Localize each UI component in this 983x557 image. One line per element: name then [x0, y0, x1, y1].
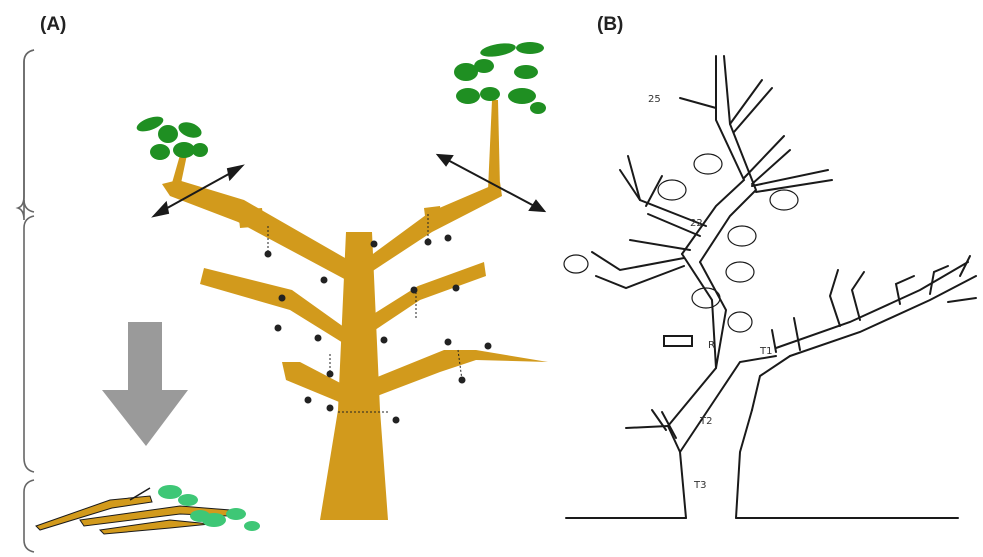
- branch-line: [592, 252, 684, 270]
- branch-lower-right: [370, 350, 548, 398]
- stub-box: [664, 336, 692, 346]
- cut-mark: [279, 295, 286, 302]
- pruned-tree: [135, 41, 548, 520]
- branch-line: [680, 98, 716, 108]
- leaf: [150, 144, 170, 160]
- leaf: [178, 494, 198, 506]
- branch-line: [772, 330, 776, 352]
- branch-line: [596, 266, 684, 288]
- cut-mark: [381, 337, 388, 344]
- brace-top-b: [24, 50, 34, 212]
- branch-line: [752, 170, 828, 186]
- annotation-circle: [770, 190, 798, 210]
- brace-top: [18, 50, 34, 220]
- annotation-text: 22: [690, 218, 703, 229]
- arrowhead: [530, 201, 544, 211]
- annotation-circle: [726, 262, 754, 282]
- branch-line: [628, 156, 640, 200]
- leaf: [226, 508, 246, 520]
- cut-mark: [459, 377, 466, 384]
- pruned-clippings: [36, 485, 260, 534]
- leaf: [158, 125, 178, 143]
- leader-right: [488, 100, 500, 190]
- leaf: [244, 521, 260, 531]
- branch-line: [896, 276, 914, 304]
- annotation-text: R: [708, 340, 715, 351]
- cut-mark: [453, 285, 460, 292]
- leaf: [202, 513, 226, 527]
- trunk-outline-left: [668, 426, 686, 518]
- branch-line: [852, 272, 864, 320]
- branch-line: [630, 240, 690, 250]
- panel-a-label: (A): [40, 14, 66, 35]
- cut-mark: [315, 335, 322, 342]
- branch-line: [790, 276, 976, 356]
- branch-stub: [238, 208, 264, 228]
- annotation-circle: [658, 180, 686, 200]
- cut-mark: [485, 343, 492, 350]
- annotation-circle: [728, 312, 752, 332]
- branch-lower-left: [282, 362, 346, 404]
- leaf: [480, 87, 500, 101]
- leaf: [514, 65, 538, 79]
- leaf: [456, 88, 480, 104]
- arrowhead: [154, 203, 168, 216]
- leaf: [516, 42, 544, 54]
- branch-line: [646, 176, 662, 206]
- cut-mark: [445, 235, 452, 242]
- branch-line: [776, 262, 968, 348]
- arrowhead: [438, 155, 452, 165]
- branch-line: [948, 298, 976, 302]
- down-arrow: [102, 322, 188, 446]
- leaf: [176, 119, 203, 140]
- leaf: [479, 41, 517, 59]
- leader-outline-b: [700, 56, 756, 262]
- branch-line: [662, 412, 676, 438]
- panel-b-label: (B): [597, 14, 623, 35]
- trunk-fork-right: [752, 356, 790, 410]
- leaf: [192, 143, 208, 157]
- cut-mark: [275, 325, 282, 332]
- annotation-text: T1: [759, 346, 772, 357]
- annotation-circle: [564, 255, 588, 273]
- leaf: [158, 485, 182, 499]
- annotation-circle: [694, 154, 722, 174]
- trunk-outline-right: [736, 410, 752, 518]
- tree-line-drawing: [566, 56, 976, 518]
- leaf: [173, 142, 195, 158]
- brace-middle: [24, 216, 34, 472]
- foliage-left: [135, 114, 208, 160]
- annotation-text: T3: [693, 480, 706, 491]
- cut-mark: [321, 277, 328, 284]
- annotation-circle: [728, 226, 756, 246]
- annotation-text: T2: [699, 416, 712, 427]
- side-braces: [18, 50, 34, 552]
- annotation-text: 25: [648, 94, 661, 105]
- arrowhead: [228, 166, 242, 179]
- panel-b: (B): [564, 14, 976, 518]
- branch-stub: [424, 206, 442, 224]
- branch-line: [744, 136, 784, 178]
- trunk-fork-inner: [680, 356, 776, 452]
- branch-line: [830, 270, 840, 326]
- brace-bottom: [24, 480, 34, 552]
- branch-line: [626, 426, 668, 428]
- branch-middle-right: [364, 262, 486, 336]
- branch-line: [794, 318, 800, 350]
- foliage-right: [454, 41, 546, 114]
- cut-mark: [305, 397, 312, 404]
- circled-annotations: [564, 154, 798, 332]
- leaf: [530, 102, 546, 114]
- leaf: [508, 88, 536, 104]
- cut-mark: [371, 241, 378, 248]
- leaf: [474, 59, 494, 73]
- panel-a: (A): [18, 14, 548, 552]
- cut-mark: [393, 417, 400, 424]
- cut-mark: [327, 405, 334, 412]
- cut-mark: [445, 339, 452, 346]
